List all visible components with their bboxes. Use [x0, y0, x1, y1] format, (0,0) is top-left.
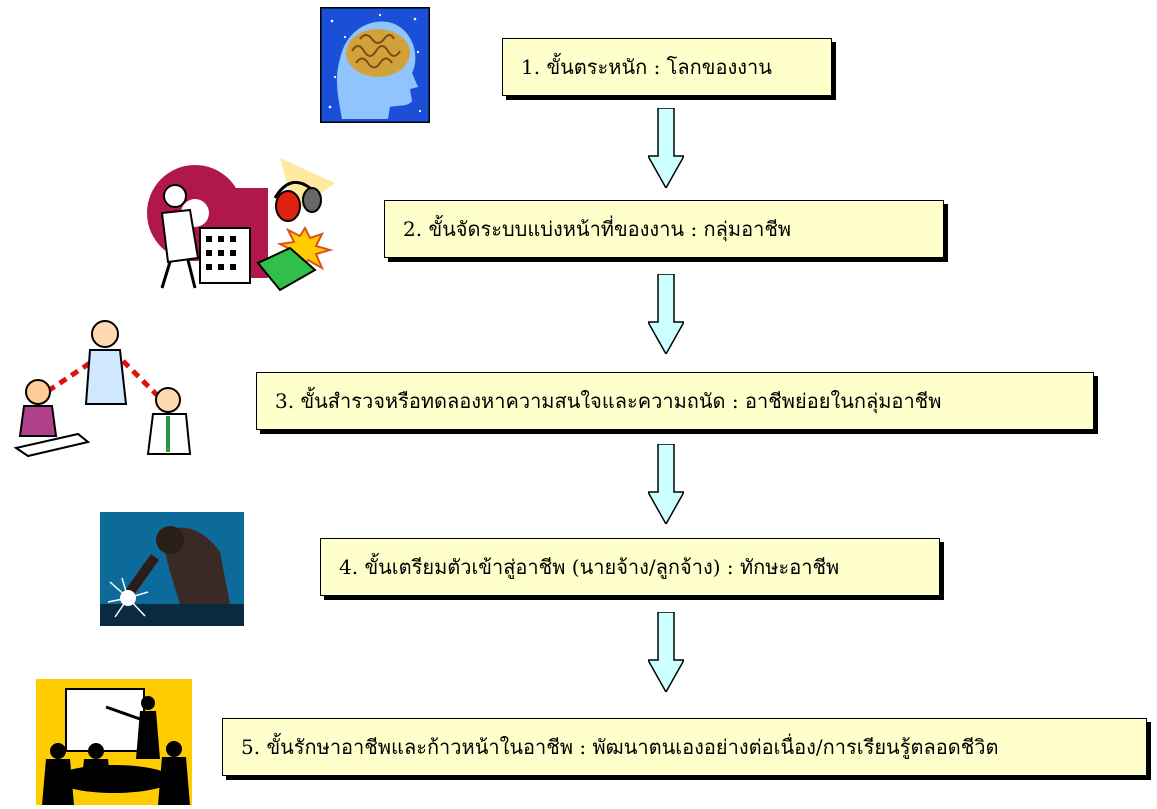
business-meeting-icon	[36, 679, 192, 805]
brain-head-icon	[318, 5, 432, 125]
step-4-box: 4. ขั้นเตรียมตัวเข้าสู่อาชีพ (นายจ้าง/ลู…	[320, 538, 940, 596]
welder-icon	[100, 512, 244, 626]
down-arrow-3-icon	[648, 444, 684, 524]
counseling-people-icon	[8, 316, 208, 458]
step-1-label: 1. ขั้นตระหนัก : โลกของงาน	[521, 55, 772, 79]
step-5-box: 5. ขั้นรักษาอาชีพและก้าวหน้าในอาชีพ : พั…	[222, 718, 1147, 776]
down-arrow-1-icon	[648, 108, 684, 188]
step-3-label: 3. ขั้นสำรวจหรือทดลองหาความสนใจและความถน…	[275, 389, 942, 413]
down-arrow-4-icon	[648, 612, 684, 692]
step-1-box: 1. ขั้นตระหนัก : โลกของงาน	[502, 38, 832, 96]
step-3-box: 3. ขั้นสำรวจหรือทดลองหาความสนใจและความถน…	[256, 372, 1094, 430]
industry-worker-icon	[140, 158, 340, 298]
step-2-label: 2. ขั้นจัดระบบแบ่งหน้าที่ของงาน : กลุ่มอ…	[403, 217, 792, 241]
step-2-box: 2. ขั้นจัดระบบแบ่งหน้าที่ของงาน : กลุ่มอ…	[384, 200, 944, 258]
step-5-label: 5. ขั้นรักษาอาชีพและก้าวหน้าในอาชีพ : พั…	[241, 735, 999, 759]
down-arrow-2-icon	[648, 274, 684, 354]
step-4-label: 4. ขั้นเตรียมตัวเข้าสู่อาชีพ (นายจ้าง/ลู…	[339, 555, 840, 579]
